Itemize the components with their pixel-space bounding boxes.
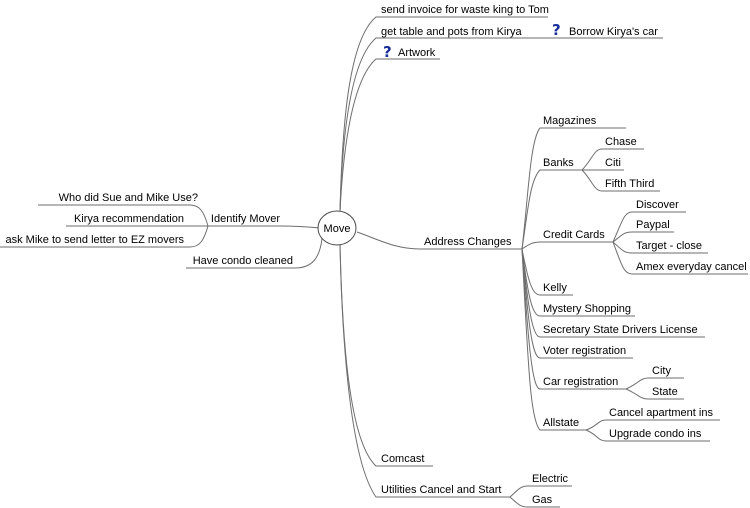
node-borrow-car[interactable]: Borrow Kirya's car [569, 26, 658, 38]
node-city[interactable]: City [652, 365, 671, 377]
connector-who [38, 204, 209, 227]
node-banks[interactable]: Banks [543, 157, 574, 169]
node-kelly[interactable]: Kelly [543, 282, 567, 294]
connector-ask [0, 225, 209, 248]
node-secretary-state[interactable]: Secretary State Drivers License [543, 324, 698, 336]
node-voter-registration[interactable]: Voter registration [543, 345, 626, 357]
center-node-label: Move [324, 223, 351, 235]
node-get-table[interactable]: get table and pots from Kirya [381, 26, 523, 38]
node-send-invoice[interactable]: send invoice for waste king to Tom [381, 4, 549, 16]
node-gas[interactable]: Gas [532, 494, 553, 506]
connector-paypal [612, 231, 674, 243]
node-upgrade-condo-ins[interactable]: Upgrade condo ins [609, 428, 702, 440]
connectors [0, 16, 748, 508]
question-icon: ? [383, 43, 392, 61]
node-artwork[interactable]: Artwork [398, 47, 436, 59]
connector-allstate [521, 248, 586, 431]
connector-artwork [339, 58, 440, 213]
node-comcast[interactable]: Comcast [381, 453, 424, 465]
node-ask-mike[interactable]: ask Mike to send letter to EZ movers [5, 234, 184, 246]
connector-upgrade-condo [585, 429, 710, 442]
connector-fifth [581, 169, 660, 192]
node-target-close[interactable]: Target - close [636, 240, 702, 252]
node-identify-mover[interactable]: Identify Mover [211, 213, 280, 225]
node-who-did-sue[interactable]: Who did Sue and Mike Use? [59, 192, 198, 204]
node-fifth-third[interactable]: Fifth Third [605, 178, 654, 190]
connector-target [612, 241, 708, 254]
connector-identify [208, 225, 321, 229]
center-node[interactable]: Move [317, 210, 357, 246]
node-state[interactable]: State [652, 386, 678, 398]
node-utilities[interactable]: Utilities Cancel and Start [381, 484, 501, 496]
center-node-circle[interactable] [317, 210, 357, 246]
node-discover[interactable]: Discover [636, 199, 679, 211]
connector-city [625, 377, 684, 390]
node-magazines[interactable]: Magazines [543, 115, 597, 127]
connector-state [625, 388, 684, 400]
node-cancel-apartment-ins[interactable]: Cancel apartment ins [609, 407, 713, 419]
connector-magazines [521, 127, 626, 250]
connector-invoice [339, 16, 548, 213]
connector-condo [186, 237, 323, 269]
node-credit-cards[interactable]: Credit Cards [543, 229, 605, 241]
connector-amex [612, 241, 748, 275]
question-icon: ? [552, 21, 561, 39]
connector-utilities [339, 243, 510, 498]
connector-gas [509, 496, 560, 508]
connector-cancel-apt [585, 419, 720, 431]
connector-banks [521, 169, 582, 250]
connector-chase [581, 148, 644, 171]
connector-table [339, 37, 527, 213]
connector-address [356, 231, 522, 250]
connector-kelly [521, 248, 573, 296]
node-electric[interactable]: Electric [532, 473, 569, 485]
node-amex-cancel[interactable]: Amex everyday cancel [636, 261, 747, 273]
node-car-registration[interactable]: Car registration [543, 376, 618, 388]
connector-comcast [339, 243, 433, 467]
node-address-changes[interactable]: Address Changes [424, 236, 512, 248]
node-allstate[interactable]: Allstate [543, 417, 579, 429]
connector-electric [509, 485, 572, 498]
node-paypal[interactable]: Paypal [636, 219, 670, 231]
node-chase[interactable]: Chase [605, 136, 637, 148]
node-mystery-shopping[interactable]: Mystery Shopping [543, 303, 631, 315]
connector-credit [521, 241, 613, 250]
connector-discover [612, 211, 686, 243]
connector-car [521, 248, 626, 390]
node-kirya-recommendation[interactable]: Kirya recommendation [74, 213, 184, 225]
node-have-condo-cleaned[interactable]: Have condo cleaned [193, 255, 293, 267]
node-citi[interactable]: Citi [605, 157, 621, 169]
